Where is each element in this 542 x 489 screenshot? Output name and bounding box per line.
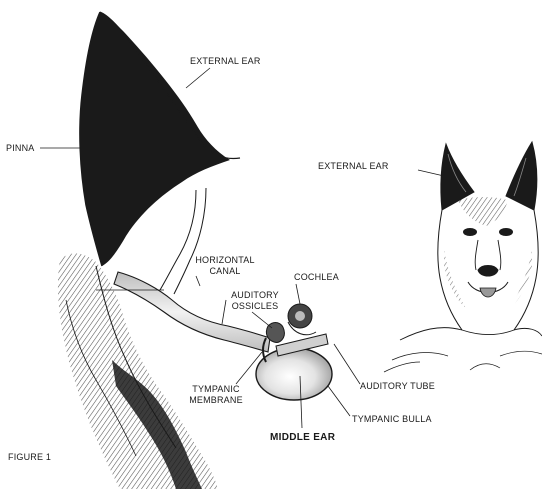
label-auditory-ossicles: AUDITORY OSSICLES bbox=[222, 290, 288, 312]
leader-external-ear-dog bbox=[418, 170, 444, 176]
leader-ossicles bbox=[252, 312, 272, 328]
dog-chest-fur-2 bbox=[384, 362, 500, 372]
dog-right-ear bbox=[506, 142, 537, 210]
dog-head-drawing bbox=[384, 142, 542, 372]
horizontal-canal-tube bbox=[114, 272, 270, 352]
leader-auditory-tube bbox=[334, 344, 360, 384]
label-auditory-ossicles-line1: AUDITORY bbox=[222, 290, 288, 301]
label-tympanic-bulla: TYMPANIC BULLA bbox=[352, 414, 432, 425]
dog-right-eye bbox=[499, 228, 513, 236]
dog-nose bbox=[478, 266, 498, 277]
label-horizontal-canal: HORIZONTAL CANAL bbox=[188, 255, 262, 277]
label-horizontal-canal-line1: HORIZONTAL bbox=[188, 255, 262, 266]
tympanic-bulla-shape bbox=[256, 348, 332, 400]
label-external-ear-top: EXTERNAL EAR bbox=[190, 56, 261, 67]
leader-external-ear-top bbox=[186, 68, 210, 88]
label-tympanic-membrane: TYMPANIC MEMBRANE bbox=[184, 384, 248, 406]
label-tympanic-membrane-line2: MEMBRANE bbox=[184, 395, 248, 406]
dog-chest-fur bbox=[392, 351, 542, 360]
label-external-ear-dog: EXTERNAL EAR bbox=[318, 161, 389, 172]
label-pinna: PINNA bbox=[6, 143, 35, 154]
pinna-drawing bbox=[58, 12, 240, 489]
dog-neck-line bbox=[400, 328, 542, 340]
label-middle-ear: MIDDLE EAR bbox=[270, 432, 335, 443]
dog-left-eye bbox=[463, 228, 477, 236]
label-cochlea: COCHLEA bbox=[294, 272, 339, 283]
leader-cochlea bbox=[296, 284, 300, 304]
dog-left-cheek-hatch bbox=[444, 250, 466, 308]
label-tympanic-membrane-line1: TYMPANIC bbox=[184, 384, 248, 395]
vertical-canal-edge-2 bbox=[174, 188, 206, 294]
cochlea-inner bbox=[295, 311, 305, 321]
label-auditory-tube: AUDITORY TUBE bbox=[360, 381, 435, 392]
figure-caption: FIGURE 1 bbox=[8, 452, 51, 463]
dog-tongue bbox=[480, 288, 496, 297]
leader-tympanic-bulla bbox=[328, 386, 350, 416]
label-auditory-ossicles-line2: OSSICLES bbox=[222, 301, 288, 312]
leader-horizontal-canal bbox=[196, 276, 200, 286]
dog-right-cheek-hatch bbox=[510, 250, 532, 308]
dog-forehead-hatch bbox=[458, 197, 508, 226]
label-horizontal-canal-line2: CANAL bbox=[188, 266, 262, 277]
